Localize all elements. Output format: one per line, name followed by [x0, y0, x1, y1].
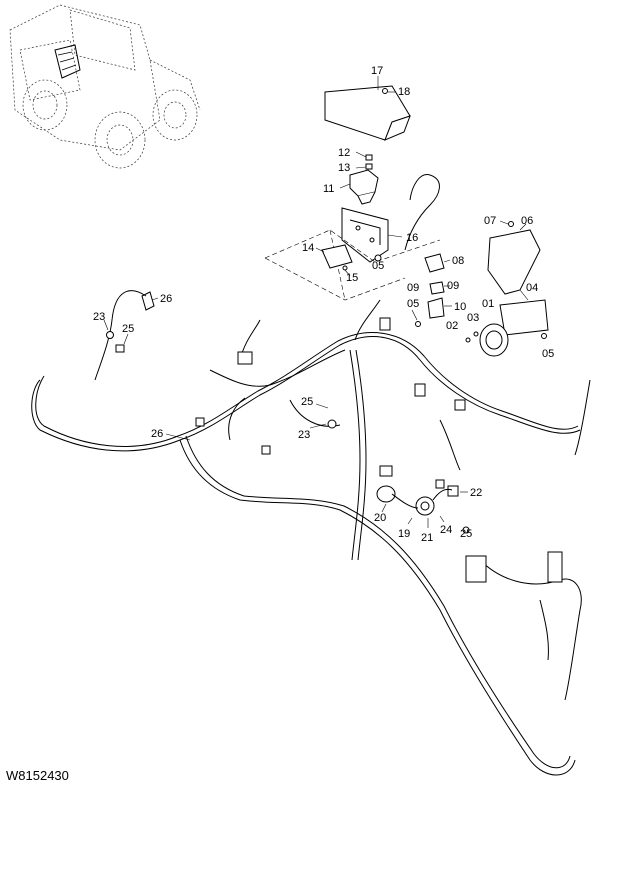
- callout-06: 06: [521, 215, 533, 227]
- machine-overview-icon: [9, 4, 201, 169]
- drawing-code: W8152430: [6, 768, 69, 783]
- callout-02: 02: [446, 320, 458, 332]
- callout-05: 05: [372, 260, 384, 272]
- callout-01: 01: [482, 298, 494, 310]
- callout-09-a: 09: [407, 282, 419, 294]
- callout-17: 17: [371, 65, 383, 77]
- callout-14: 14: [302, 242, 314, 254]
- callout-23-b: 23: [298, 429, 310, 441]
- callout-13: 13: [338, 162, 350, 174]
- buzzer-icon: [465, 299, 549, 357]
- callout-03: 03: [467, 312, 479, 324]
- callout-04: 04: [526, 282, 538, 294]
- cover-icon: [324, 85, 411, 141]
- relay-icon: [349, 154, 379, 205]
- callout-08: 08: [452, 255, 464, 267]
- callout-25-c: 25: [460, 528, 472, 540]
- callout-25-a: 25: [122, 323, 134, 335]
- callout-26-b: 26: [151, 428, 163, 440]
- callout-23-a: 23: [93, 311, 105, 323]
- callout-21: 21: [421, 532, 433, 544]
- callout-24: 24: [440, 524, 452, 536]
- callout-22: 22: [470, 487, 482, 499]
- callout-05-b: 05: [407, 298, 419, 310]
- callout-11: 11: [323, 183, 334, 195]
- callout-12: 12: [338, 147, 350, 159]
- callout-19: 19: [398, 528, 410, 540]
- callout-25-b: 25: [301, 396, 313, 408]
- callout-20: 20: [374, 512, 386, 524]
- callout-18: 18: [398, 86, 410, 98]
- callout-09-b: 09: [447, 280, 459, 292]
- callout-26-a: 26: [160, 293, 172, 305]
- callout-10: 10: [454, 301, 466, 313]
- callout-05-c: 05: [542, 348, 554, 360]
- callout-07: 07: [484, 215, 496, 227]
- callout-16: 16: [406, 232, 418, 244]
- callout-15: 15: [346, 272, 358, 284]
